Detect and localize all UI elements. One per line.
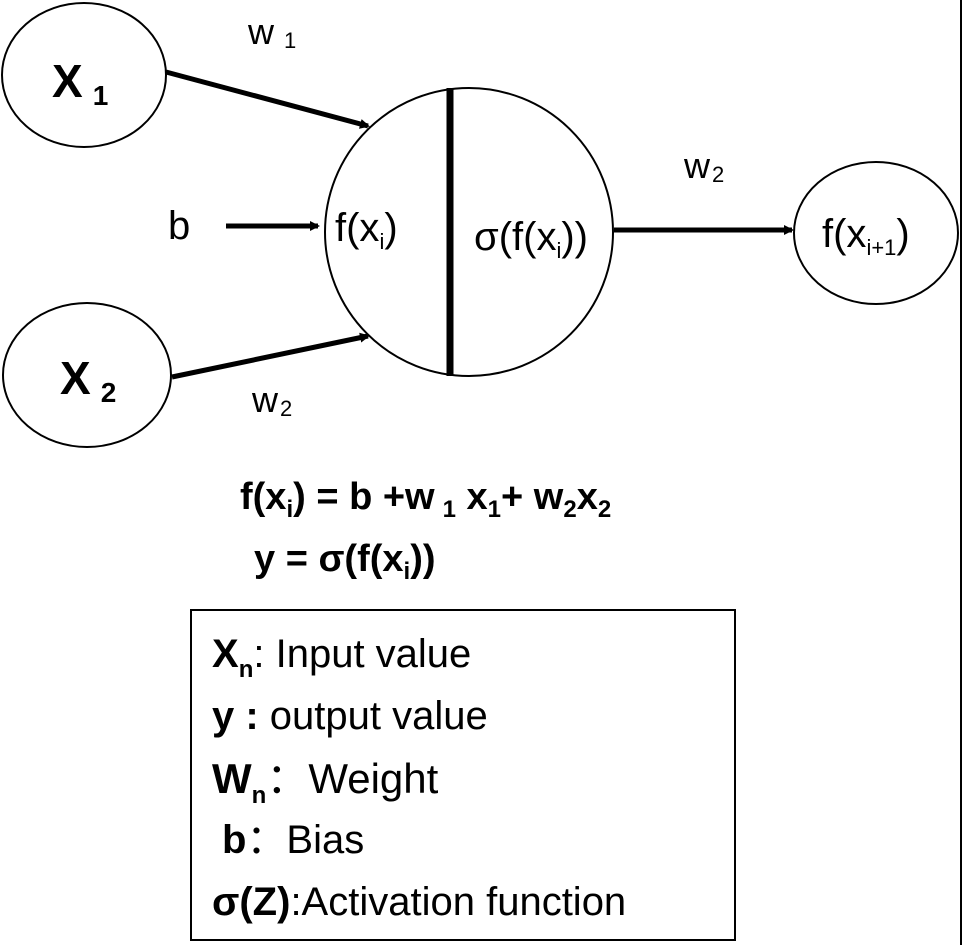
weight-w2-input-label: w2: [252, 379, 293, 421]
legend-item-bias: b：Bias: [222, 818, 365, 862]
legend-box: [190, 609, 736, 941]
neuron-node: [324, 87, 614, 377]
legend-item-weight: Wn：Weight: [212, 755, 439, 809]
node-output: [793, 161, 959, 305]
legend-item-output: y : output value: [212, 694, 488, 738]
equation-output: y = σ(f(xi)): [254, 538, 436, 585]
legend-item-input: Xn: Input value: [212, 632, 472, 683]
node-x2: [2, 302, 172, 448]
weight-w2-output-label: w2: [684, 145, 725, 187]
bias-label: b: [168, 204, 191, 248]
output-node-label: f(xi+1): [822, 212, 910, 260]
node-x1: [1, 2, 167, 148]
arrow-x2-to-neuron: [171, 332, 370, 380]
arrow-x1-to-neuron: [165, 69, 370, 129]
neuron-left-label: f(xi): [335, 206, 398, 254]
neuron-right-label: σ(f(xi)): [474, 215, 588, 263]
legend-item-activation: σ(Z):Activation function: [212, 880, 627, 924]
